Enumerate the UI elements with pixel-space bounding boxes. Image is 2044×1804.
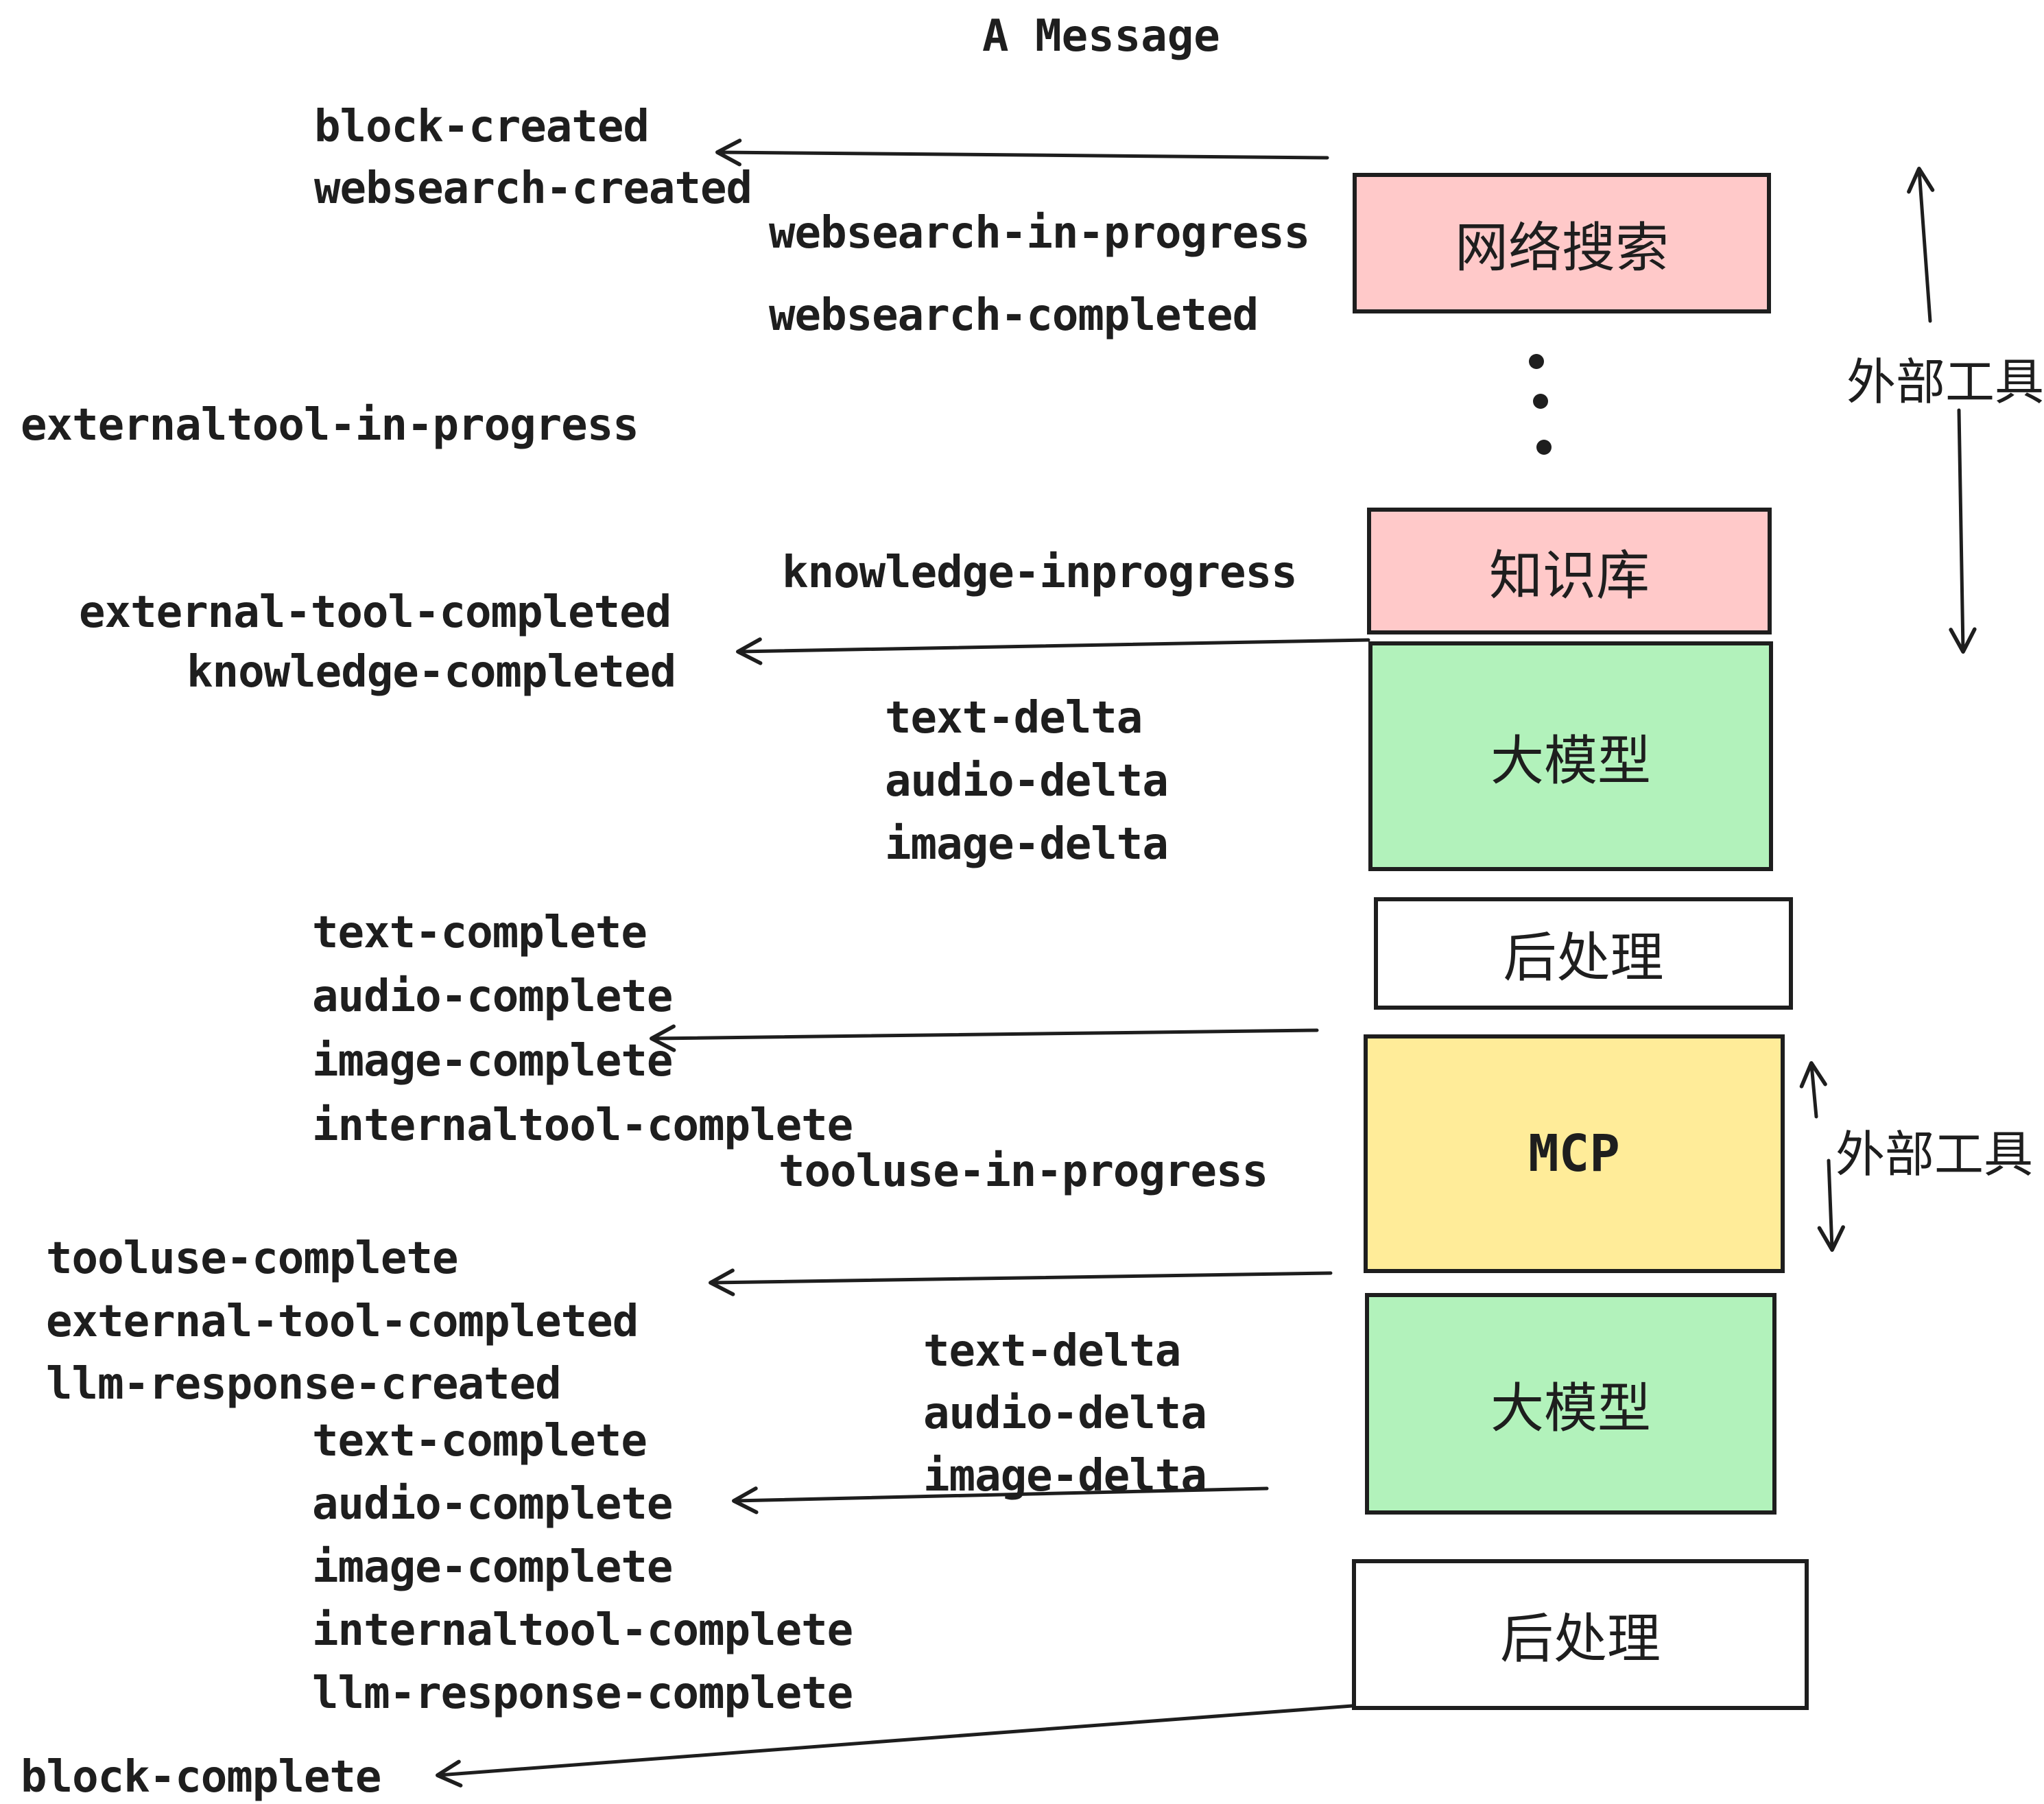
box-llm-1-label: 大模型 [1490,730,1651,792]
box-postprocess-1: 后处理 [1374,897,1793,1010]
arrow-knowledge-completed [736,637,1370,665]
external-tools-top-label: 外部工具 [1846,353,2044,411]
event-block-created: block-created [314,102,650,152]
diagram-title: A Message [982,11,1220,62]
box-postprocess-2: 后处理 [1352,1559,1809,1710]
arrow-image-complete [650,1024,1319,1052]
event-llm-response-complete: llm-response-complete [312,1668,853,1719]
event-external-tool-completed-2: external-tool-completed [46,1296,639,1347]
event-externaltool-in-progress: externaltool-in-progress [21,400,639,451]
event-block-complete: block-complete [21,1752,381,1803]
box-websearch: 网络搜索 [1353,173,1771,313]
arrow-block-complete [436,1704,1354,1788]
arrow-tooluse-complete [709,1268,1333,1296]
event-image-delta-1: image-delta [885,819,1169,870]
event-websearch-in-progress: websearch-in-progress [769,208,1310,259]
external-tools-mid-up-arrow [1799,1061,1827,1119]
external-tools-top-up-arrow [1907,167,1935,323]
box-postprocess-2-label: 后处理 [1499,1609,1661,1670]
external-tools-mid-label: 外部工具 [1835,1126,2034,1183]
box-postprocess-1-label: 后处理 [1503,927,1664,989]
external-tools-top-down-arrow [1949,408,1977,654]
ellipsis-dots [1529,354,1552,455]
event-websearch-completed: websearch-completed [769,290,1259,341]
box-mcp-label: MCP [1528,1124,1620,1183]
event-image-complete-1: image-complete [312,1036,673,1087]
event-knowledge-inprogress: knowledge-inprogress [782,547,1298,598]
box-knowledge: 知识库 [1367,508,1772,634]
event-text-delta-2: text-delta [923,1326,1181,1377]
arrow-block-created [715,139,1329,167]
event-internaltool-complete-2: internaltool-complete [312,1605,853,1656]
box-llm-2-label: 大模型 [1490,1377,1651,1440]
external-tools-mid-down-arrow [1817,1159,1845,1252]
box-knowledge-label: 知识库 [1488,545,1650,607]
box-llm-2: 大模型 [1365,1293,1776,1515]
box-mcp: MCP [1364,1034,1785,1273]
event-audio-delta-1: audio-delta [885,756,1169,807]
event-text-complete-1: text-complete [312,907,647,958]
event-text-delta-1: text-delta [885,693,1143,744]
event-external-tool-completed-1: external-tool-completed [79,587,672,638]
event-tooluse-in-progress: tooluse-in-progress [779,1146,1268,1197]
event-audio-delta-2: audio-delta [923,1388,1207,1439]
event-knowledge-completed: knowledge-completed [187,647,676,698]
event-internaltool-complete-1: internaltool-complete [312,1100,853,1151]
event-audio-complete-1: audio-complete [312,971,673,1022]
event-audio-complete-2: audio-complete [312,1479,673,1530]
event-llm-response-created: llm-response-created [46,1359,562,1410]
event-image-complete-2: image-complete [312,1542,673,1593]
event-tooluse-complete: tooluse-complete [46,1233,458,1284]
box-llm-1: 大模型 [1368,641,1773,871]
event-image-delta-2: image-delta [923,1451,1207,1502]
event-text-complete-2: text-complete [312,1416,647,1467]
arrow-audio-complete [732,1486,1269,1515]
event-websearch-created: websearch-created [314,163,752,214]
box-websearch-label: 网络搜索 [1454,217,1669,279]
